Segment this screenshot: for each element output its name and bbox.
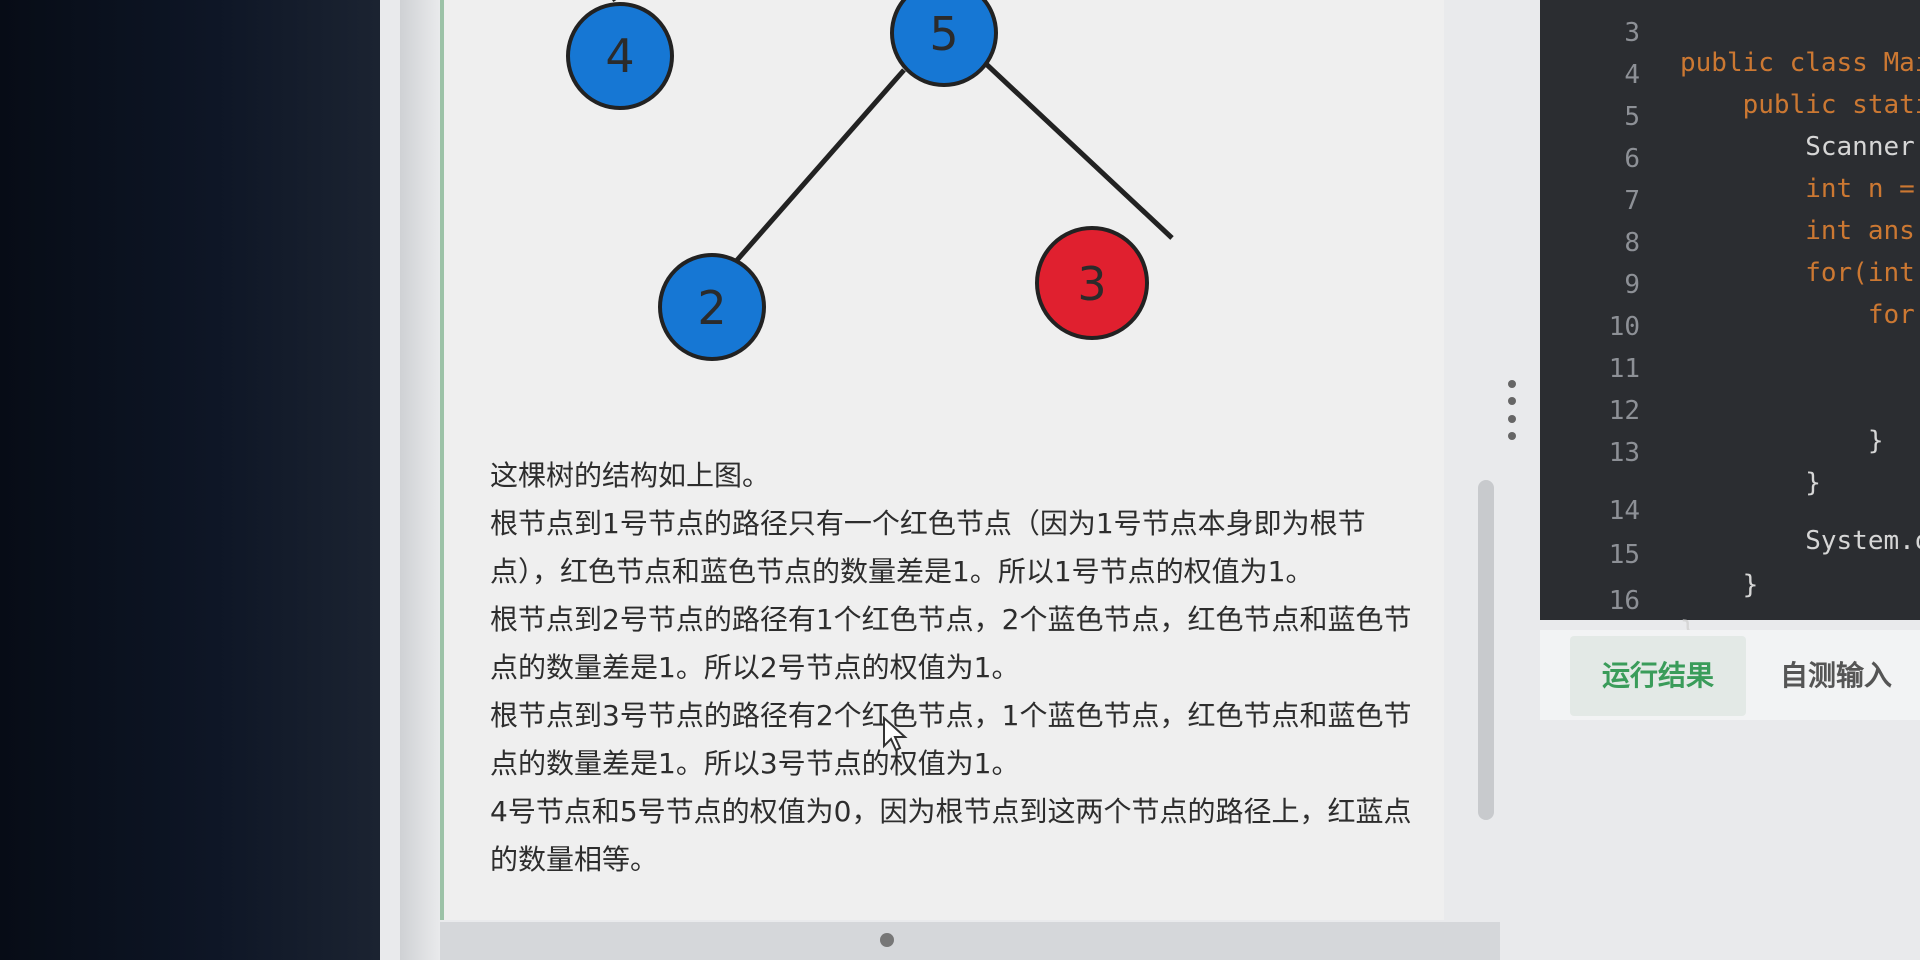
code-text: int ans =: [1805, 216, 1915, 246]
code-line: 7 int ans =: [1540, 156, 1914, 246]
explanation-node-2: 根节点到2号节点的路径有1个红色节点，2个蓝色节点，红色节点和蓝色节点的数量差是…: [490, 603, 1412, 684]
bottom-resize-bar[interactable]: [440, 922, 1500, 960]
code-text: }: [1680, 426, 1884, 456]
line-number: 8: [1624, 228, 1640, 258]
line-number: 9: [1624, 270, 1640, 300]
tree-node-3: 3: [1035, 226, 1149, 340]
code-editor[interactable]: 3 public class Main { 4 public static vo…: [1540, 0, 1920, 646]
code-text: public static vo: [1742, 90, 1920, 120]
tree-node-2-circle: [658, 253, 766, 361]
mouse-cursor-icon: [883, 716, 908, 752]
tab-run-result[interactable]: 运行结果: [1570, 636, 1746, 716]
code-line: 8 for(int i: [1540, 198, 1914, 288]
code-text: for(in: [1867, 300, 1920, 330]
code-text: }: [1680, 570, 1759, 600]
tree-node-3-label: 3: [1077, 257, 1106, 311]
output-tabs: 运行结果 自测输入: [1540, 630, 1920, 720]
tree-node-2-label: 2: [697, 281, 726, 335]
code-line: 9 for(in: [1540, 240, 1920, 330]
tree-node-2: 2: [658, 253, 766, 361]
code-line: 10 x: [1540, 282, 1640, 342]
tree-node-3-circle: [1035, 226, 1149, 340]
code-line: 6 int n = sc.: [1540, 114, 1914, 204]
code-line: 3 public class Main {: [1540, 0, 1920, 78]
tab-custom-input[interactable]: 自测输入: [1780, 659, 1893, 692]
code-text: x: [1680, 342, 1920, 372]
resize-handle-dot[interactable]: [880, 933, 894, 947]
code-text: }: [1680, 468, 1821, 498]
tree-edge-5-2: [722, 68, 906, 277]
code-text: Scanner sc: [1805, 132, 1915, 162]
code-line: 13 }: [1540, 408, 1821, 498]
explanation-text: 这棵树的结构如上图。 根节点到1号节点的路径只有一个红色节点（因为1号节点本身即…: [490, 452, 1430, 884]
screen: 4 5 2 3 这棵树的结构如上图。 根节点到1号节点的路径只有一个红色节点（因…: [380, 0, 1920, 960]
line-number: 7: [1624, 186, 1640, 216]
explanation-intro: 这棵树的结构如上图。: [490, 459, 771, 492]
line-number: 16: [1608, 586, 1640, 616]
tree-node-5-circle: [890, 0, 998, 87]
line-number: 5: [1624, 102, 1640, 132]
code-line: 15 }: [1540, 510, 1759, 600]
code-text: a: [1680, 384, 1920, 414]
line-number: 11: [1608, 354, 1640, 384]
explanation-node-4-5: 4号节点和5号节点的权值为0，因为根节点到这两个节点的路径上，红蓝点的数量相等。: [490, 795, 1412, 876]
line-number: 6: [1624, 144, 1640, 174]
panel-shadow: [400, 0, 440, 960]
line-number: 10: [1608, 312, 1640, 342]
code-line: 14 System.o: [1540, 466, 1920, 556]
tree-diagram: 4 5 2 3: [566, 0, 1174, 361]
code-line: 11 a: [1540, 324, 1640, 384]
line-number: 15: [1608, 540, 1640, 570]
line-number: 12: [1608, 396, 1640, 426]
problem-description-panel: 4 5 2 3: [440, 0, 1444, 920]
explanation-node-3: 根节点到3号节点的路径有2个红色节点，1个蓝色节点，红色节点和蓝色节点的数量差是…: [490, 699, 1412, 780]
code-text: System.o: [1680, 526, 1920, 556]
code-text: for(int i: [1680, 258, 1920, 288]
tree-node-4: 4: [566, 2, 674, 110]
line-number: 3: [1624, 18, 1640, 48]
code-text: public class Main {: [1680, 48, 1920, 78]
device-bezel: [0, 0, 390, 960]
explanation-node-1: 根节点到1号节点的路径只有一个红色节点（因为1号节点本身即为根节点），红色节点和…: [490, 507, 1366, 588]
tree-node-4-label: 4: [605, 29, 634, 83]
code-line: 16 }: [1540, 556, 1696, 646]
code-text: int n = sc.: [1805, 174, 1915, 204]
tree-node-5-label: 5: [929, 7, 958, 61]
line-number: 14: [1608, 496, 1640, 526]
code-line: 4 public static vo: [1540, 30, 1920, 120]
code-line: 12 }: [1540, 366, 1884, 456]
panel-resize-handle[interactable]: [1506, 380, 1518, 440]
tree-node-4-circle: [566, 2, 674, 110]
line-number: 4: [1624, 60, 1640, 90]
problem-scrollbar[interactable]: [1478, 480, 1494, 820]
tree-edge-5-3: [982, 60, 1174, 240]
line-number: 13: [1608, 438, 1640, 468]
code-line: 5 Scanner sc: [1540, 72, 1914, 162]
tree-node-5: 5: [890, 0, 998, 87]
